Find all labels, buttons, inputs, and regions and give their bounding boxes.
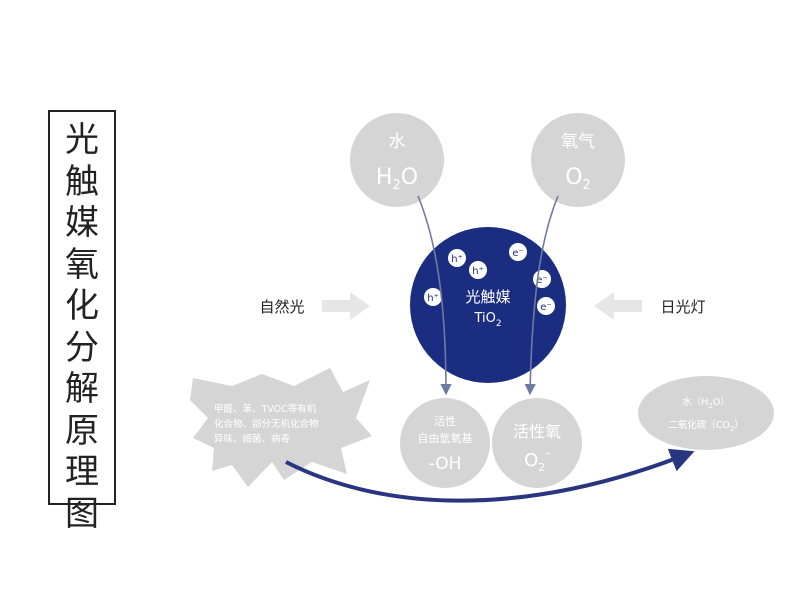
water-to-hydroxyl-arrow [417, 195, 452, 396]
hydroxyl-line2: 自由氫氧基 [418, 431, 473, 445]
superoxide-formula: O2- [524, 446, 550, 474]
water-label: 水 [389, 132, 406, 152]
diagram-title: 光 触 媒 氧 化 分 解 原 理 图 [65, 120, 99, 534]
hole-icon [469, 261, 487, 279]
electron-particles: e⁻ e⁻ e⁻ [509, 243, 555, 315]
hole-label: h⁺ [427, 293, 439, 304]
pollutants-line2: 化合物、部分无机化合物 [214, 418, 319, 430]
natural-light-label: 自然光 [259, 298, 304, 316]
water-input-node: 水 H2O [350, 113, 444, 207]
pollutants-line1: 甲醛、苯、TVOC等有机 [214, 403, 317, 415]
catalyst-name: 光触媒 [465, 288, 510, 306]
product-co2: 二氧化碳（CO2） [668, 419, 744, 433]
oxygen-input-node: 氧气 O2 [531, 113, 625, 207]
product-water: 水（H2O） [682, 396, 730, 410]
hydroxyl-formula: -OH [429, 454, 462, 474]
water-formula: H2O [376, 165, 418, 193]
hole-label: h⁺ [472, 266, 484, 277]
hole-icon [448, 249, 466, 267]
hydroxyl-output-node: 活性 自由氫氧基 -OH [400, 398, 490, 488]
hole-icon [424, 288, 442, 306]
title-box: 光 触 媒 氧 化 分 解 原 理 图 [48, 110, 116, 534]
lamp-light-label: 日光灯 [660, 298, 705, 316]
pollutants-line3: 异味、細菌、病毒 [214, 433, 291, 445]
catalyst-formula: TiO2 [473, 311, 501, 329]
hydroxyl-line1: 活性 [434, 414, 456, 428]
superoxide-name: 活性氧 [513, 422, 561, 441]
oxygen-to-superoxide-arrow [524, 195, 559, 396]
hole-label: h⁺ [451, 254, 463, 265]
oxygen-formula: O2 [565, 165, 591, 193]
natural-light-arrow-icon [322, 292, 370, 320]
electron-label: e⁻ [540, 302, 551, 313]
pollutants-burst: 甲醛、苯、TVOC等有机 化合物、部分无机化合物 异味、細菌、病毒 [190, 368, 372, 487]
catalyst-sphere: 光触媒 TiO2 [410, 227, 566, 383]
lamp-light-arrow-icon [594, 292, 642, 320]
electron-icon [537, 297, 555, 315]
hole-particles: h⁺ h⁺ h⁺ [424, 249, 487, 306]
oxygen-label: 氧气 [561, 132, 595, 152]
products-ellipse: 水（H2O） 二氧化碳（CO2） [638, 376, 774, 450]
superoxide-output-node: 活性氧 O2- [492, 398, 582, 488]
decomposition-arrow [285, 448, 695, 503]
electron-icon [509, 243, 527, 261]
electron-label: e⁻ [536, 275, 547, 286]
electron-label: e⁻ [512, 248, 523, 259]
